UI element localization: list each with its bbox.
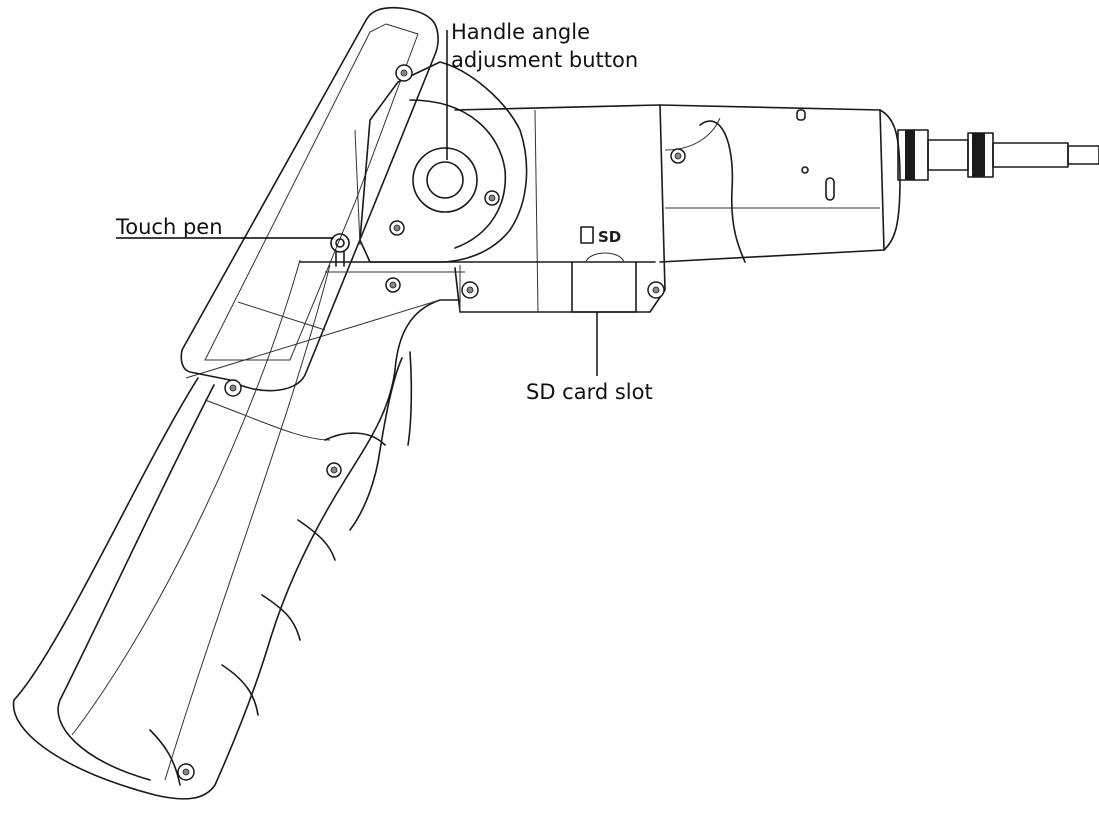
touch-pen-holder — [330, 233, 350, 267]
label-handle-line1: Handle angle — [451, 20, 590, 44]
screw-9 — [326, 462, 342, 478]
screw-2 — [484, 190, 500, 206]
trigger — [324, 351, 413, 531]
label-handle-line2: adjusment button — [451, 48, 639, 72]
screw-6 — [461, 281, 479, 299]
motor-housing — [659, 104, 901, 263]
screw-1 — [395, 64, 413, 82]
screw-7 — [647, 281, 665, 299]
grip-handle — [12, 259, 461, 800]
screw-4 — [670, 148, 686, 164]
hinge-housing — [354, 61, 528, 263]
label-handle-angle-adjustment-button: Handle angle adjusment button — [451, 18, 638, 74]
main-body: SD — [299, 104, 666, 313]
shaft — [897, 129, 1099, 181]
label-sd-card-slot: SD card slot — [526, 380, 653, 404]
sd-marking: SD — [598, 228, 621, 246]
screw-5 — [385, 277, 401, 293]
leader-lines — [116, 30, 598, 376]
screw-8 — [224, 379, 242, 397]
screw-3 — [389, 220, 405, 236]
label-touch-pen: Touch pen — [116, 215, 223, 239]
display-panel — [180, 6, 439, 392]
screw-10 — [177, 763, 195, 781]
screws — [177, 64, 686, 781]
